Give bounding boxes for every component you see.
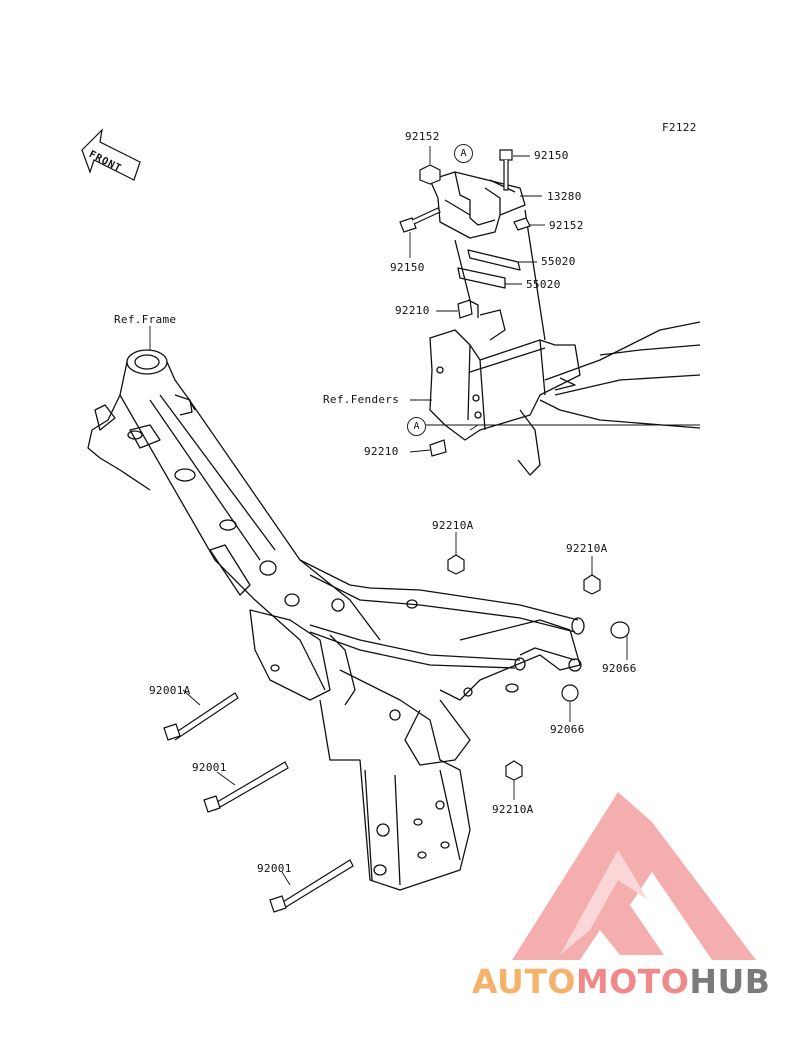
part-label-92066-lower: 92066 [550, 723, 585, 736]
front-arrow-icon [81, 128, 141, 181]
battery-case-drawing [429, 171, 701, 476]
figure-code-label: F2122 [662, 121, 697, 134]
bolt-icon [163, 723, 181, 741]
part-label-55020-a: 55020 [541, 255, 576, 268]
nut-icon [583, 574, 601, 595]
callout-a-top: A [454, 144, 473, 163]
leader-lines [149, 146, 700, 886]
part-label-92066-right: 92066 [602, 662, 637, 675]
nut-icon [419, 164, 441, 185]
part-label-92152-right: 92152 [549, 219, 584, 232]
part-label-92210a-bottom: 92210A [492, 803, 534, 816]
bolt-icon [269, 895, 287, 913]
watermark-triangle-logo [512, 792, 756, 960]
bolt-icon [499, 149, 513, 161]
watermark-part-auto: AUTO [472, 962, 576, 1001]
clip-icon [513, 217, 531, 231]
watermark-part-moto: MOTO [575, 962, 690, 1001]
part-label-92001-mid: 92001 [192, 761, 227, 774]
nut-icon [505, 760, 523, 781]
part-label-92210a-center: 92210A [432, 519, 474, 532]
part-label-92152-top: 92152 [405, 130, 440, 143]
callout-a-lower: A [407, 417, 426, 436]
bolt-shank-icon [277, 859, 354, 911]
part-label-92210-upper: 92210 [395, 304, 430, 317]
cap-icon [561, 684, 579, 702]
part-label-92001a: 92001A [149, 684, 191, 697]
nut-icon [447, 554, 465, 575]
ref-fenders-label: Ref.Fenders [323, 393, 400, 406]
part-label-92150-left: 92150 [390, 261, 425, 274]
part-label-13280: 13280 [547, 190, 582, 203]
fasteners [163, 149, 630, 913]
watermark-logo-text: AUTOMOTOHUB [472, 962, 770, 1001]
ref-frame-label: Ref.Frame [114, 313, 177, 326]
bolt-icon [399, 217, 417, 233]
watermark-part-hub: HUB [689, 962, 771, 1001]
part-label-55020-b: 55020 [526, 278, 561, 291]
part-label-92001-bottom: 92001 [257, 862, 292, 875]
bolt-shank-icon [211, 761, 289, 811]
clip-icon [457, 299, 473, 319]
bolt-shank-icon [411, 207, 441, 225]
clip-icon [429, 439, 447, 457]
bolt-shank-icon [171, 692, 239, 741]
part-label-92210a-right: 92210A [566, 542, 608, 555]
bolt-shank-icon [503, 160, 509, 191]
part-label-92210-lower: 92210 [364, 445, 399, 458]
cap-icon [610, 621, 630, 639]
frame-drawing [87, 349, 585, 891]
part-label-92150-top: 92150 [534, 149, 569, 162]
bolt-icon [203, 795, 221, 813]
